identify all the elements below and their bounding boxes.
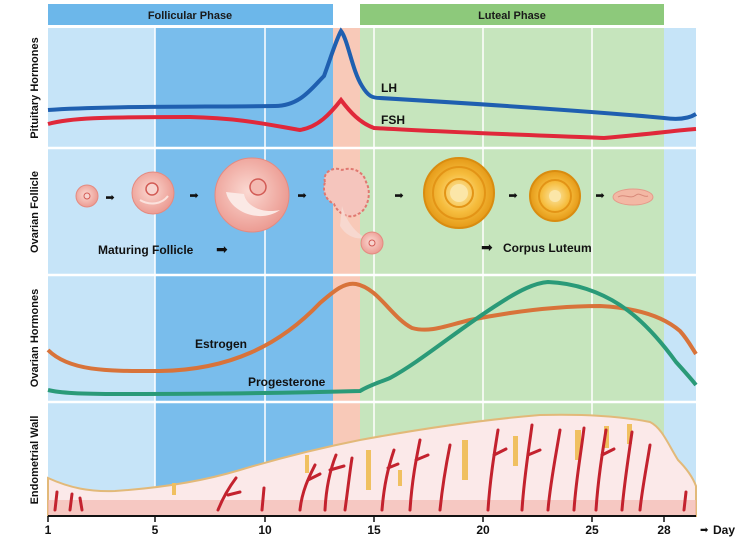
arrow-icon: ➡ <box>508 190 517 202</box>
corpus-luteum-small <box>529 170 581 222</box>
tick-label: 15 <box>367 523 381 537</box>
glands <box>172 424 632 495</box>
follicular-phase-label: Follicular Phase <box>148 10 232 22</box>
lh-curve <box>47 27 698 121</box>
tick-label: 20 <box>476 523 490 537</box>
follicle-stage-2 <box>131 171 175 215</box>
corpus-luteum-large <box>423 157 495 229</box>
day-label: Day <box>713 523 735 537</box>
tick-label: 5 <box>152 523 159 537</box>
fsh-curve <box>47 96 697 141</box>
row-label-ovarian-follicle: Ovarian Follicle <box>29 171 41 253</box>
maturing-follicle-label: Maturing Follicle <box>98 243 194 257</box>
arrow-icon: ➡ <box>481 239 493 255</box>
arrow-icon: ➡ <box>297 190 306 202</box>
tick-label: 25 <box>585 523 599 537</box>
follicular-phase-bar <box>48 4 333 25</box>
tick-label: 10 <box>258 523 272 537</box>
follicle-stage-3 <box>214 157 290 233</box>
row-label-ovarian-hormones: Ovarian Hormones <box>29 289 41 387</box>
arrow-icon: ➡ <box>216 241 228 257</box>
endometrium <box>47 413 697 517</box>
arrow-icon: ➡ <box>105 192 114 204</box>
row-label-endometrial: Endometrial Wall <box>29 416 41 505</box>
arrow-icon: ➡ <box>595 190 604 202</box>
tick-label: 28 <box>657 523 671 537</box>
row-label-pituitary: Pituitary Hormones <box>29 37 41 138</box>
tick-label: 1 <box>45 523 52 537</box>
fsh-label: FSH <box>381 113 405 127</box>
luteal-phase-bar <box>360 4 664 25</box>
x-axis: 1 5 10 15 20 25 28 ➡ Day <box>45 515 735 537</box>
progesterone-curve <box>47 279 698 397</box>
arrow-icon: ➡ <box>189 190 198 202</box>
corpus-albicans <box>612 188 654 206</box>
ovulation-follicle <box>323 167 384 255</box>
corpus-luteum-label: Corpus Luteum <box>503 241 592 255</box>
luteal-phase-label: Luteal Phase <box>478 10 546 22</box>
lh-label: LH <box>381 81 397 95</box>
estrogen-curve <box>46 281 698 374</box>
follicle-stage-1 <box>75 184 99 208</box>
arrow-icon: ➡ <box>700 525 709 536</box>
arrow-icon: ➡ <box>394 190 403 202</box>
estrogen-label: Estrogen <box>195 337 247 351</box>
blood-vessels <box>53 423 688 512</box>
progesterone-label: Progesterone <box>248 375 326 389</box>
